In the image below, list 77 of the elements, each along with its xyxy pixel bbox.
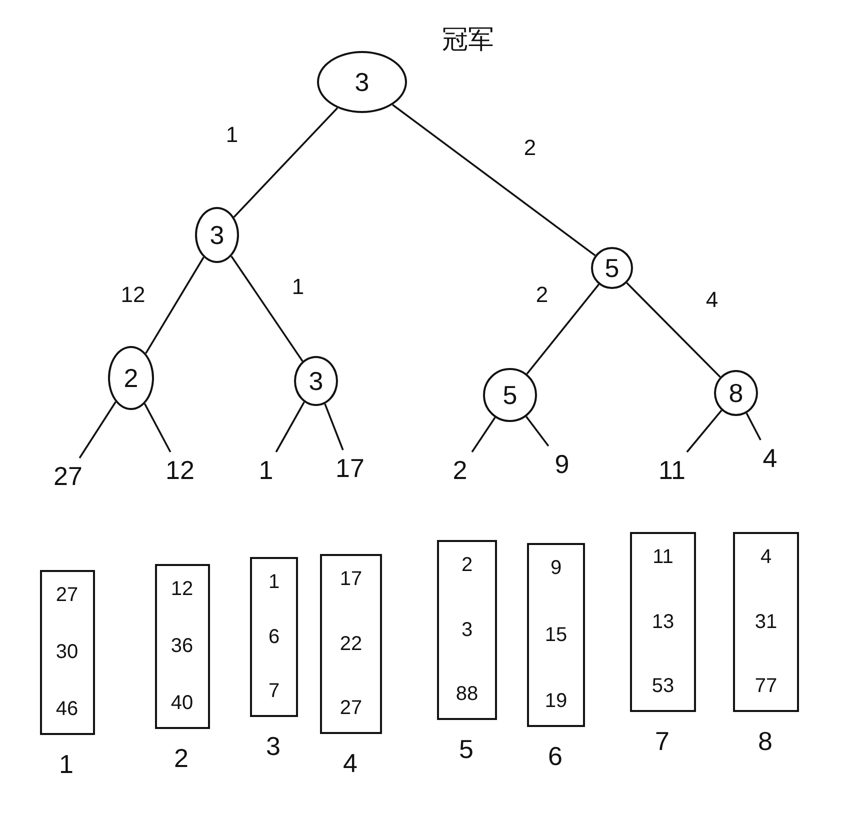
tree-edge [526, 416, 550, 447]
node-value: 3 [308, 366, 324, 396]
leaf-value: 4 [757, 442, 783, 474]
tree-edge [230, 256, 304, 362]
run-value: 46 [56, 698, 78, 720]
run-value: 1 [268, 571, 280, 594]
run-index: 3 [266, 731, 280, 762]
leaf-value: 9 [549, 448, 575, 480]
run-value: 2 [461, 554, 473, 577]
leaf-value: 27 [48, 460, 88, 492]
tree-edge [78, 401, 116, 458]
tree-edge [626, 282, 721, 378]
run-value: 12 [170, 578, 194, 600]
run-value: 22 [340, 632, 362, 656]
run-index: 4 [343, 748, 358, 779]
node-value: 3 [210, 220, 224, 250]
run-index: 1 [59, 748, 74, 780]
tree-edge [233, 107, 338, 218]
tree-edge [144, 256, 204, 354]
leaf-value: 2 [447, 454, 473, 486]
run-index: 8 [758, 726, 772, 757]
tree-edge [275, 402, 305, 452]
run-value: 15 [544, 624, 568, 646]
run-value: 27 [340, 697, 362, 720]
tree-node-circle [483, 368, 537, 422]
tree-node-circle [108, 346, 154, 410]
node-value: 2 [124, 362, 138, 394]
run-index: 5 [459, 734, 474, 765]
run-value: 4 [760, 546, 772, 569]
node-value: 3 [354, 66, 370, 98]
run-value: 11 [652, 546, 674, 569]
tree-edge [324, 404, 344, 450]
tree-node-circle [317, 51, 407, 113]
run-value: 36 [170, 634, 194, 658]
run-value: 30 [56, 640, 78, 664]
run-value: 7 [268, 680, 280, 703]
leaf-value: 1 [254, 454, 278, 486]
tree-node-circle [294, 356, 338, 406]
run-index: 2 [174, 742, 188, 774]
run-value: 40 [170, 692, 194, 714]
node-value: 5 [502, 380, 518, 410]
leaf-value: 17 [330, 452, 370, 484]
node-value: 8 [728, 378, 744, 408]
tree-node-circle [591, 247, 633, 289]
run-value: 77 [754, 675, 778, 698]
tree-edge [392, 104, 596, 256]
tree-node-circle [714, 370, 758, 416]
tree-edge [526, 284, 600, 375]
tree-node-circle [195, 207, 239, 263]
run-value: 31 [754, 610, 778, 634]
run-value: 53 [652, 675, 674, 698]
run-value: 3 [461, 618, 473, 642]
tree-edge [144, 403, 172, 452]
leaf-value: 12 [160, 454, 200, 486]
run-box [733, 532, 799, 712]
run-box [40, 570, 94, 734]
run-box [527, 543, 585, 727]
run-index: 6 [548, 741, 562, 772]
run-index: 7 [655, 726, 670, 757]
run-box [320, 554, 382, 734]
run-value: 19 [544, 690, 568, 713]
run-box [154, 564, 210, 728]
tree-edge [746, 412, 762, 440]
run-value: 88 [456, 683, 478, 706]
leaf-value: 11 [654, 454, 690, 486]
champion-label: 冠军 [442, 23, 494, 56]
node-value: 5 [604, 252, 620, 284]
tree-edge [686, 410, 722, 453]
run-value: 27 [56, 584, 78, 606]
run-value: 6 [268, 626, 280, 648]
tree-edge [471, 416, 496, 452]
run-value: 17 [340, 568, 362, 591]
run-value: 13 [652, 610, 674, 634]
run-value: 9 [550, 557, 562, 580]
run-box [437, 540, 497, 720]
run-box [250, 557, 298, 717]
run-box [630, 532, 696, 712]
